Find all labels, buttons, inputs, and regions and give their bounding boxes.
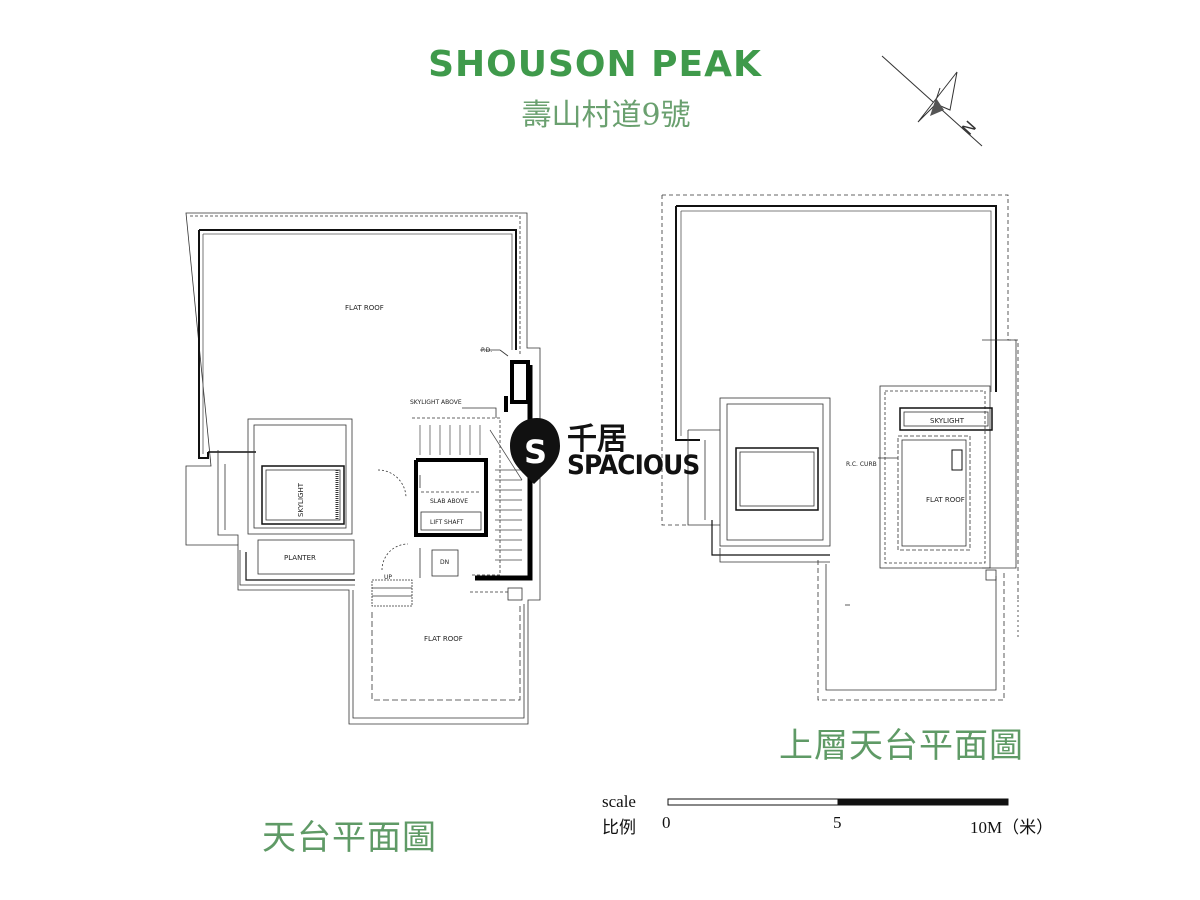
room-flat-roof-upper: FLAT ROOF xyxy=(926,496,965,504)
scale-tick-5: 5 xyxy=(833,813,842,832)
compass-n-label: N xyxy=(958,117,980,139)
label-pipe-duct: P.D. xyxy=(481,347,492,354)
brand-name-zh: 千居 xyxy=(567,422,627,457)
upper-roof-plan-label: 上層天台平面圖 xyxy=(779,726,1024,766)
project-title: SHOUSON PEAK xyxy=(428,44,762,85)
scale-tick-10m: 10M（米） xyxy=(970,818,1054,837)
label-slab-above: SLAB ABOVE xyxy=(430,498,468,505)
room-planter: PLANTER xyxy=(284,554,316,562)
label-rc-curb: R.C. CURB xyxy=(846,461,877,468)
left-roof-plan xyxy=(185,212,541,725)
label-stair-down: DN xyxy=(440,559,449,566)
right-roof-plan xyxy=(661,194,1019,701)
north-arrow-icon: N xyxy=(881,55,983,147)
brand-name-en: SPACIOUS xyxy=(567,450,700,481)
spacious-logo: S xyxy=(510,418,560,484)
room-flat-roof-top: FLAT ROOF xyxy=(345,304,384,312)
scale-label-en: scale xyxy=(602,792,636,811)
logo-letter: S xyxy=(524,433,547,471)
label-stair-up: UP xyxy=(384,574,392,581)
room-skylight: SKYLIGHT xyxy=(297,482,305,517)
room-flat-roof-bottom: FLAT ROOF xyxy=(424,635,463,643)
label-skylight-above: SKYLIGHT ABOVE xyxy=(410,399,462,406)
scale-label-zh: 比例 xyxy=(602,818,636,837)
roof-plan-label: 天台平面圖 xyxy=(262,818,437,858)
room-skylight-upper: SKYLIGHT xyxy=(930,417,965,425)
scale-bar xyxy=(667,798,1009,806)
project-address: 壽山村道9號 xyxy=(521,98,691,133)
label-lift-shaft: LIFT SHAFT xyxy=(430,519,464,526)
scale-tick-0: 0 xyxy=(662,813,671,832)
